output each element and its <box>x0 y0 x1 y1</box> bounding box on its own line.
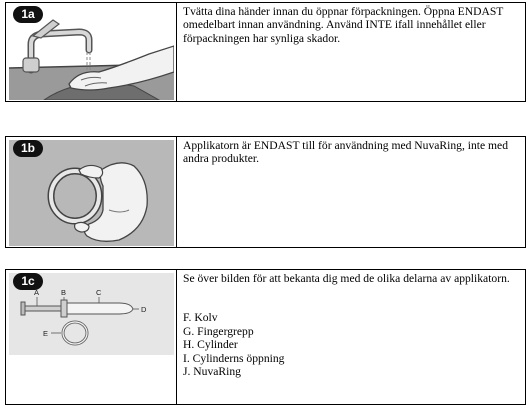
parts-list: F. Kolv G. Fingergrepp H. Cylinder I. Cy… <box>183 311 521 378</box>
part-j-nuvaring: J. NuvaRing <box>183 365 241 379</box>
step-1c-table: 1c <box>5 269 526 405</box>
step-1b-image-cell: 1b <box>5 136 177 248</box>
step-1b-text-cell: Applikatorn är ENDAST till för användnin… <box>176 136 526 248</box>
step-1a-image-cell: 1a <box>5 2 177 102</box>
step-1a-instruction: Tvätta dina händer innan du öppnar förpa… <box>183 5 504 45</box>
diagram-label-e: E <box>43 329 48 338</box>
step-1a-illustration: 1a <box>9 6 174 100</box>
hand-washing-icon <box>9 19 174 100</box>
step-badge-1a: 1a <box>13 6 43 23</box>
step-badge-1b: 1b <box>13 140 43 157</box>
step-1c-image-cell: 1c <box>5 269 177 405</box>
diagram-label-a: A <box>34 288 39 297</box>
part-h-cylinder: H. Cylinder <box>183 338 238 352</box>
diagram-label-b: B <box>61 288 66 297</box>
step-1c-text-cell: Se över bilden för att bekanta dig med d… <box>176 269 526 405</box>
step-1c-instruction: Se över bilden för att bekanta dig med d… <box>183 272 510 285</box>
step-1b-table: 1b Applikatorn är ENDAST till för använd… <box>5 136 526 248</box>
diagram-label-d: D <box>141 305 147 314</box>
part-g-fingergrepp: G. Fingergrepp <box>183 324 254 338</box>
hand-holding-ring-icon <box>9 140 174 246</box>
spacer <box>183 285 521 311</box>
part-f-kolv: F. Kolv <box>183 311 218 325</box>
step-1b-illustration: 1b <box>9 140 174 246</box>
step-1c-illustration: 1c <box>9 273 174 355</box>
step-badge-1c: 1c <box>13 273 43 290</box>
part-i-cylinder-opening: I. Cylinderns öppning <box>183 351 285 365</box>
step-1a-table: 1a Tv <box>5 2 526 102</box>
step-1a-text-cell: Tvätta dina händer innan du öppnar förpa… <box>176 2 526 102</box>
step-1b-instruction: Applikatorn är ENDAST till för användnin… <box>183 139 508 166</box>
diagram-label-c: C <box>96 288 102 297</box>
